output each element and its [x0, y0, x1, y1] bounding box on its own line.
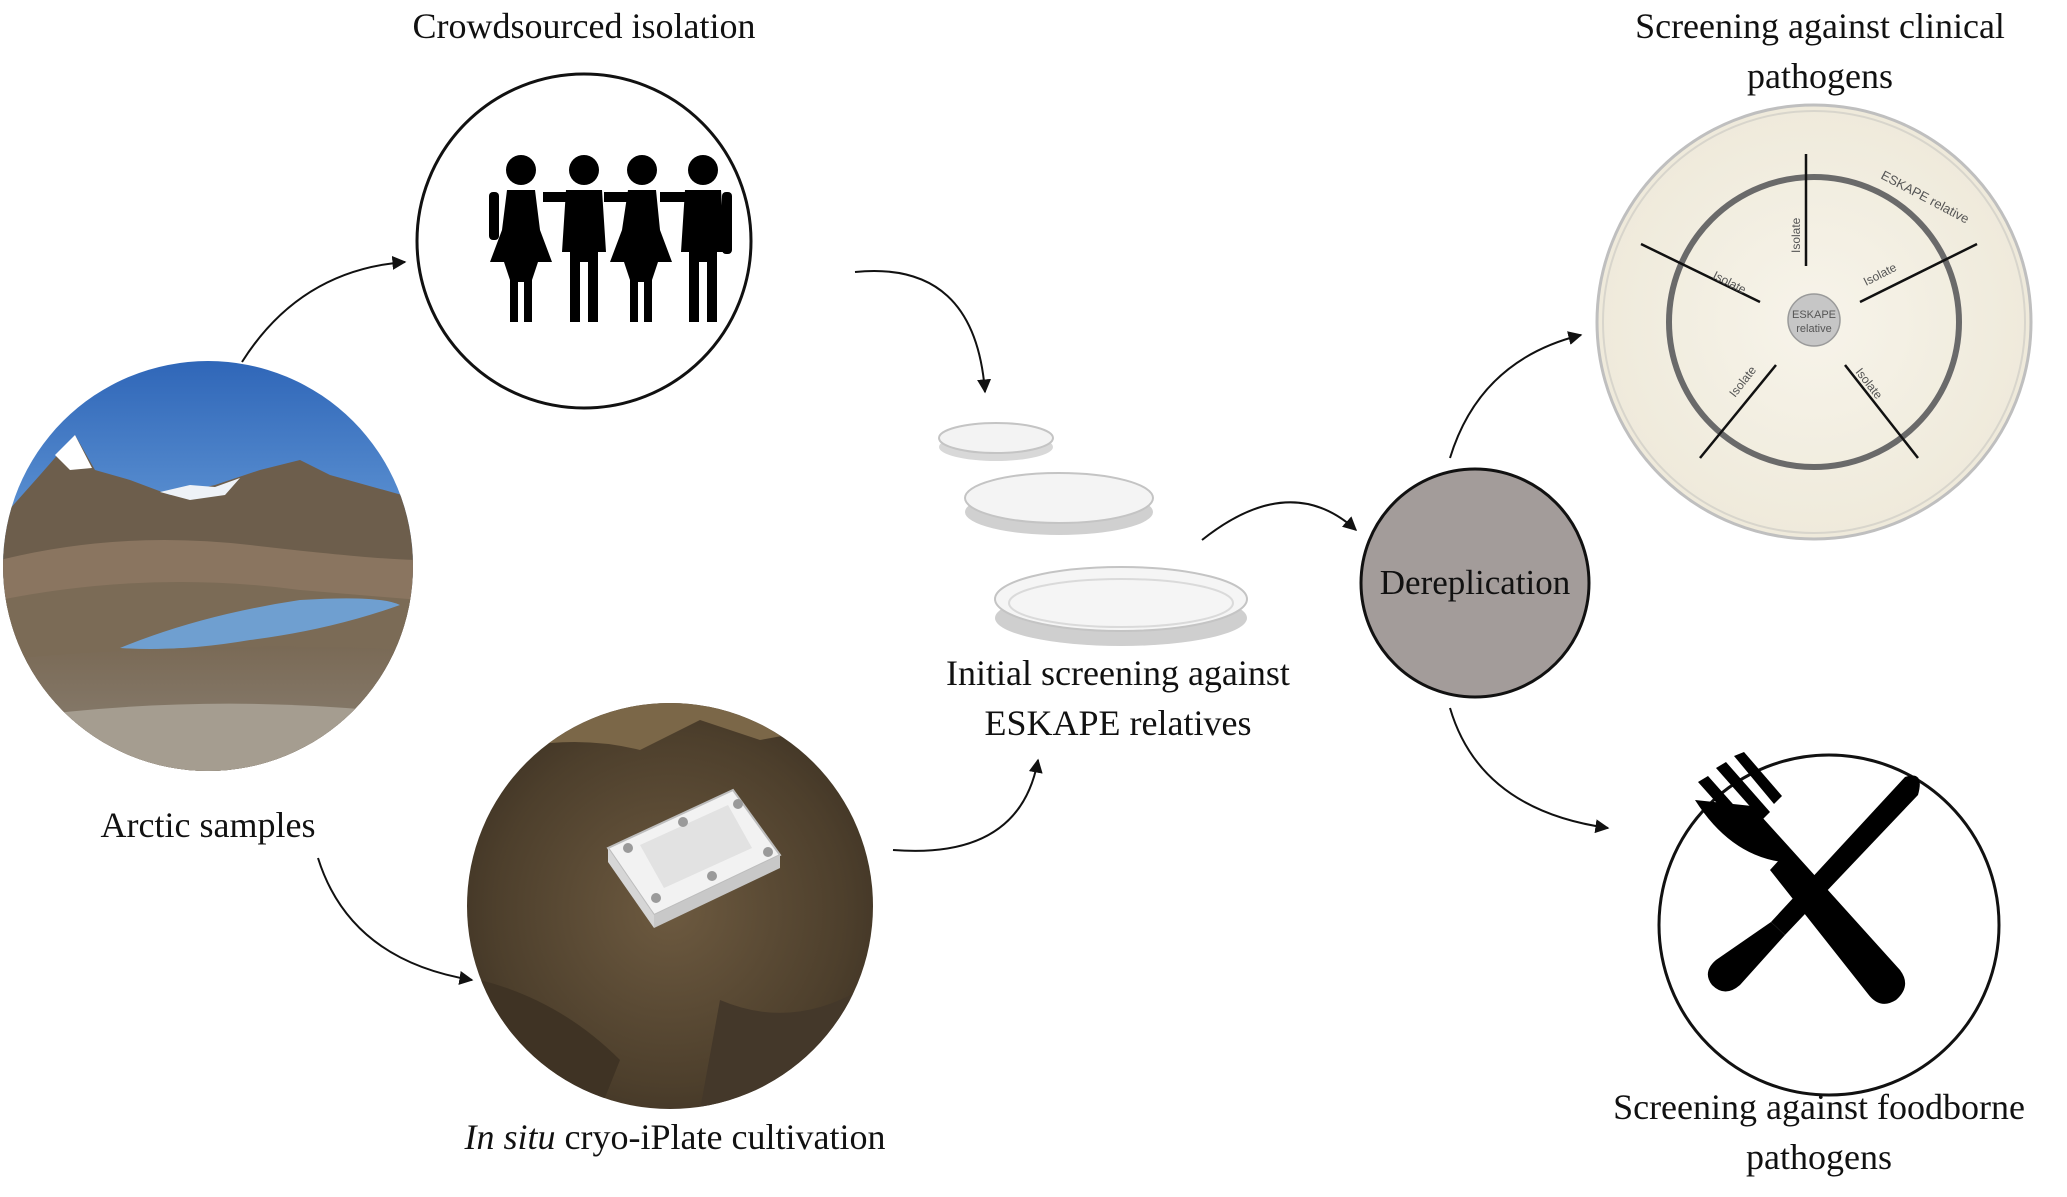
insitu-rest: cryo-iPlate cultivation: [555, 1117, 886, 1157]
initial-screening-label: Initial screening against ESKAPE relativ…: [878, 648, 1358, 748]
foodborne-screening-label: Screening against foodborne pathogens: [1574, 1082, 2064, 1182]
plate-center-label-1: ESKAPE: [1792, 309, 1836, 321]
arrow-crowdsourced-to-screening: [854, 270, 992, 394]
clinical-plate-diagram: [1595, 103, 2033, 541]
initial-screening-line-2: ESKAPE relatives: [984, 703, 1252, 743]
arrow-insitu-to-screening: [892, 758, 1043, 852]
insitu-italic: In situ: [464, 1117, 556, 1157]
arctic-samples-label: Arctic samples: [100, 805, 316, 845]
initial-screening-line-1: Initial screening against: [946, 653, 1290, 693]
arrow-arctic-to-insitu: [317, 857, 474, 985]
insitu-label: In situ cryo-iPlate cultivation: [390, 1112, 960, 1162]
arrow-dereplication-to-clinical: [1449, 331, 1583, 459]
people-icon: [489, 155, 732, 322]
cryo-iplate-photo: [467, 703, 873, 1109]
crowdsourced-label: Crowdsourced isolation: [412, 6, 756, 46]
clinical-screening-label: Screening against clinical pathogens: [1570, 1, 2067, 101]
petri-dish-icon: [938, 422, 1248, 646]
dereplication-circle: [1359, 467, 1591, 699]
dereplication-label: Dereplication: [1379, 563, 1571, 602]
arrow-arctic-to-crowdsourced: [241, 255, 407, 363]
arrow-screening-to-dereplication: [1201, 501, 1358, 541]
foodborne-screening-line-1: Screening against foodborne: [1613, 1087, 2025, 1127]
arrow-dereplication-to-foodborne: [1449, 707, 1610, 834]
plate-center-label-2: relative: [1796, 323, 1831, 335]
arctic-photo: [3, 361, 413, 771]
fork-knife-icon: [1695, 752, 1920, 1004]
foodborne-screening-line-2: pathogens: [1746, 1137, 1892, 1177]
clinical-screening-line-1: Screening against clinical: [1635, 6, 2005, 46]
flow-arrows: [241, 255, 1610, 985]
plate-isolate-label-top: Isolate: [1789, 217, 1803, 253]
clinical-screening-line-2: pathogens: [1747, 56, 1893, 96]
